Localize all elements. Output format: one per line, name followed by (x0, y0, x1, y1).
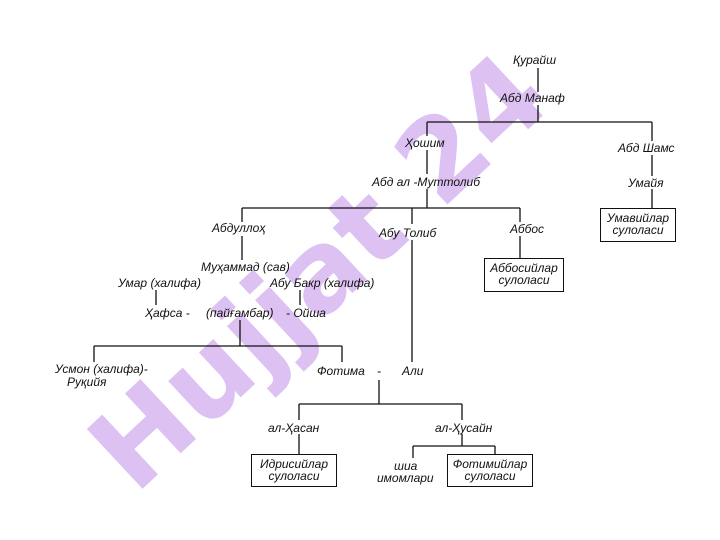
node-hoshim: Ҳошим (405, 136, 445, 150)
node-prophet: (пайғамбар) (206, 306, 274, 320)
node-fotima-ali-dash: - (377, 364, 381, 378)
node-al-husayn: ал-Ҳусайн (435, 421, 493, 435)
box-umavids: Умавийлар сулоласи (600, 208, 676, 242)
box-umavids-line1: Умавийлар (606, 211, 670, 225)
box-fatimids-line1: Фотимийлар (452, 457, 528, 471)
box-idrisids-line2: сулоласи (268, 469, 320, 483)
node-muhammad: Муҳаммад (сав) (201, 260, 290, 274)
node-ali: Али (402, 364, 424, 378)
node-oisha: - Ойша (286, 306, 326, 320)
node-abbos: Аббос (510, 222, 545, 236)
box-umavids-line2: сулоласи (612, 223, 664, 237)
box-fatimids: Фотимийлар сулоласи (447, 454, 533, 487)
node-abd-shams: Абд Шамс (618, 141, 675, 155)
node-abdulloh: Абдуллоҳ (212, 221, 266, 235)
node-al-hasan: ал-Ҳасан (268, 421, 320, 435)
box-fatimids-line2: сулоласи (464, 469, 516, 483)
node-usmon: Усмон (халифа)- (55, 362, 148, 376)
box-idrisids: Идрисийлар сулоласи (251, 454, 337, 487)
node-quraysh: Қурайш (513, 53, 557, 67)
node-fotima: Фотима (317, 364, 365, 378)
node-abu-bakr: Абу Бакр (халифа) (270, 276, 375, 290)
box-abbosids-line2: сулоласи (498, 273, 550, 287)
node-ruqayya: Руқийя (67, 375, 107, 389)
node-abu-tolib: Абу Толиб (379, 226, 437, 240)
node-imams: имомлари (377, 471, 434, 485)
node-abd-manaf: Абд Манаф (500, 91, 565, 105)
box-idrisids-line1: Идрисийлар (259, 457, 329, 471)
box-abbosids: Аббосийлар сулоласи (484, 258, 564, 292)
node-hafsa: Ҳафса - (145, 306, 190, 320)
node-umar: Умар (халифа) (118, 276, 201, 290)
node-umayya: Умайя (628, 176, 664, 190)
node-shia: шиа (394, 459, 418, 473)
box-abbosids-line1: Аббосийлар (490, 261, 558, 275)
node-abd-al-muttalib: Абд ал -Муттолиб (372, 175, 480, 189)
